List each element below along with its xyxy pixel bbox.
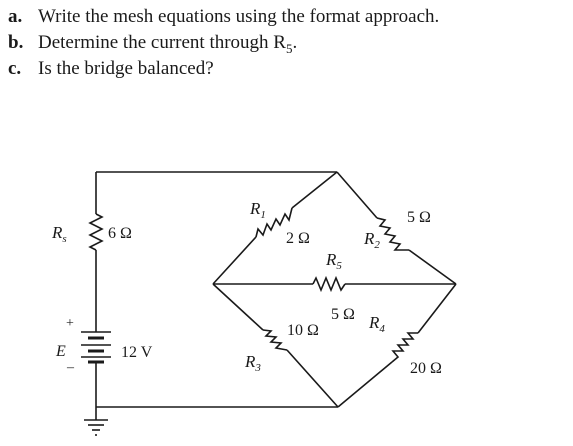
r1-value: 2 Ω [286, 230, 310, 247]
r2-label: R2 [363, 229, 380, 251]
wire-r1-branch [212, 171, 338, 285]
battery-minus-sign: – [66, 360, 75, 375]
question-text: Write the mesh equations using the forma… [38, 6, 440, 27]
wire-r2-branch [336, 171, 457, 285]
question-a: a. Write the mesh equations using the for… [8, 4, 568, 30]
resistor-r2-zigzag [376, 217, 409, 251]
wire-r4-branch [337, 283, 457, 408]
resistor-r5-zigzag [312, 275, 346, 293]
r5-value: 5 Ω [331, 306, 355, 323]
source-value: 12 V [121, 344, 153, 361]
wire-r3-branch [212, 283, 339, 408]
question-letter: c. [8, 58, 22, 79]
question-c: c. Is the bridge balanced? [8, 56, 568, 82]
r4-label: R4 [368, 313, 385, 335]
rs-label: Rs [51, 223, 67, 245]
question-text: Is the bridge balanced? [38, 58, 214, 79]
rs-value: 6 Ω [108, 225, 132, 242]
r4-value: 20 Ω [410, 360, 442, 377]
resistor-r3-zigzag [262, 329, 288, 351]
r5-label: R5 [325, 250, 342, 272]
question-text: Determine the current through R [38, 32, 286, 53]
battery-plus-sign: + [66, 316, 74, 331]
question-letter: a. [8, 6, 23, 27]
question-list: a. Write the mesh equations using the for… [8, 4, 568, 82]
resistor-rs-zigzag [88, 213, 104, 251]
battery-symbol [81, 331, 111, 364]
resistor-r1-zigzag [255, 207, 293, 238]
question-b: b. Determine the current through R5. [8, 30, 568, 56]
source-label: E [55, 343, 66, 360]
question-suffix: . [292, 32, 298, 53]
resistor-r4-zigzag [391, 332, 418, 363]
question-letter: b. [8, 32, 24, 53]
r2-value: 5 Ω [407, 209, 431, 226]
ground-icon [84, 419, 108, 436]
r1-label: R1 [249, 199, 266, 221]
r3-label: R3 [244, 352, 261, 374]
r3-value: 10 Ω [287, 322, 319, 339]
question-subscript: 5 [285, 40, 293, 56]
